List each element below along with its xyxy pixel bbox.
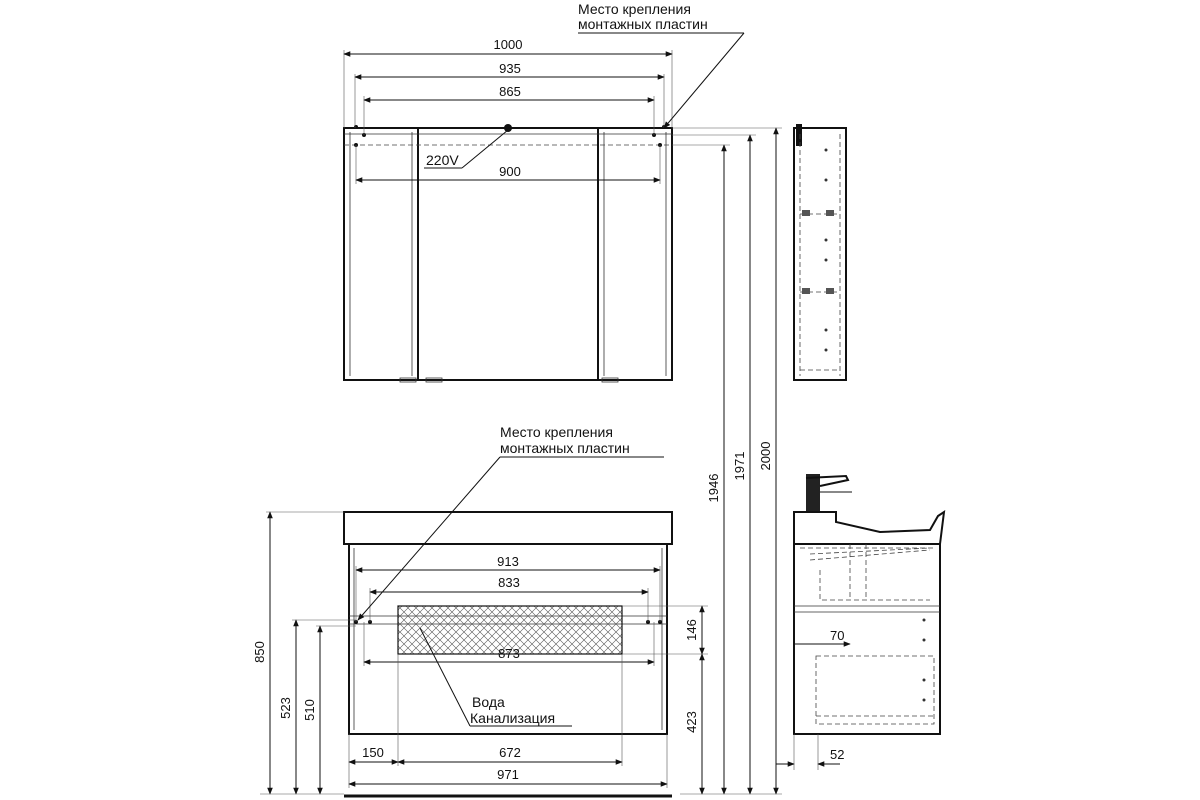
dim-510: 510 [302,699,317,721]
dim-935: 935 [499,61,521,76]
mount-point [354,125,358,129]
cabinet-dimensions: 1000 935 865 900 220V Место крепления мо… [343,1,745,184]
vanity-front [343,511,673,798]
dim-900: 900 [499,164,521,179]
dim-865: 865 [499,84,521,99]
vanity-side: 70 52 [776,474,946,770]
dim-1946: 1946 [706,474,721,503]
dim-side-52: 52 [830,747,844,762]
faucet-spout [805,474,850,487]
dim-423: 423 [684,711,699,733]
height-dimensions: 1946 1971 2000 [672,127,782,795]
vanity-body [348,543,668,735]
vanity-dimensions: 913 833 873 146 423 850 523 510 [252,424,708,795]
dim-672: 672 [499,745,521,760]
faucet-body [806,474,820,512]
label-mount-top-line2: монтажных пластин [578,16,708,32]
dim-side-70: 70 [830,628,844,643]
mirror-cabinet-side [793,124,847,381]
dim-913: 913 [497,554,519,569]
dim-873: 873 [498,646,520,661]
dim-2000: 2000 [758,442,773,471]
power-outlet-point [504,124,512,132]
dim-971: 971 [497,767,519,782]
dim-150: 150 [362,745,384,760]
dim-1971: 1971 [732,452,747,481]
label-mount-vanity-line1: Место крепления [500,424,613,440]
label-sewer: Канализация [470,710,555,726]
dim-cabinet-width-1000: 1000 [494,37,523,52]
label-water: Вода [472,694,505,710]
dim-523: 523 [278,697,293,719]
plumbing-zone [397,605,623,655]
washbasin-top [343,511,673,545]
dim-146: 146 [684,619,699,641]
label-220v: 220V [426,152,459,168]
dim-833: 833 [498,575,520,590]
label-mount-top-line1: Место крепления [578,1,691,17]
dim-850: 850 [252,641,267,663]
mirror-cabinet-front [343,124,673,383]
vanity-side-body [793,543,941,735]
label-mount-vanity-line2: монтажных пластин [500,440,630,456]
basin-side [793,509,946,545]
